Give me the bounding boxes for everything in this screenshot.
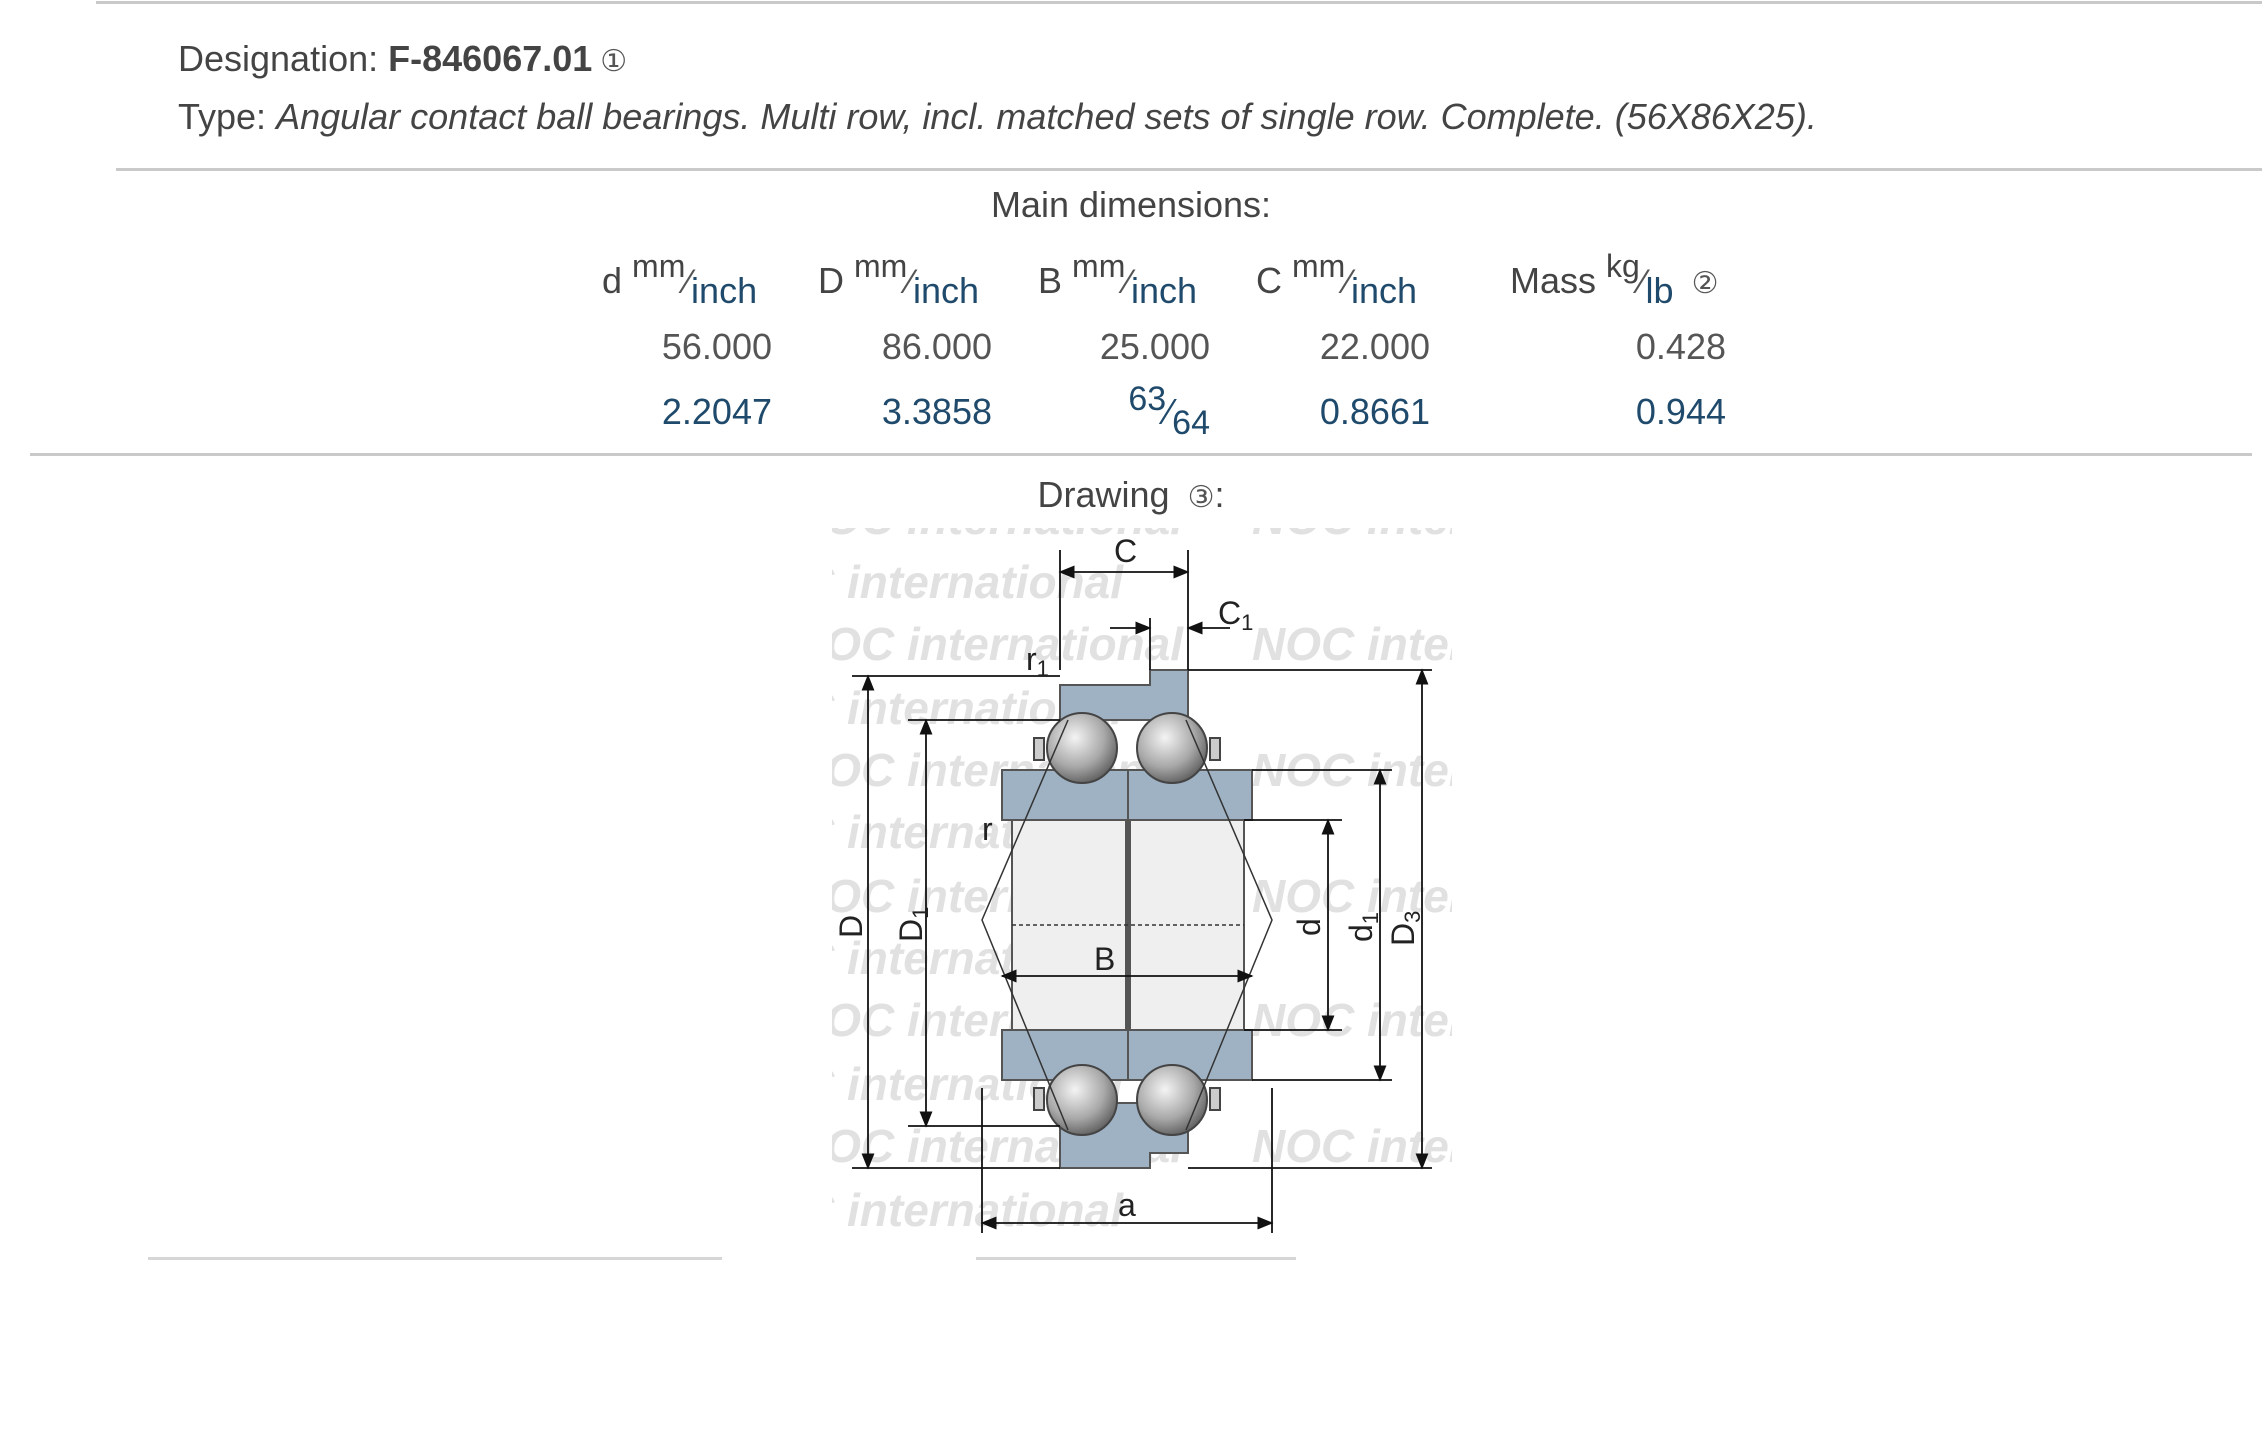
- label-a: a: [1118, 1187, 1136, 1223]
- type-line: Type: Angular contact ball bearings. Mul…: [178, 96, 1817, 138]
- ball: [1046, 1064, 1118, 1136]
- type-label: Type:: [178, 96, 277, 137]
- value-d-mm: 56.000: [661, 326, 772, 367]
- divider-after-type: [116, 168, 2262, 171]
- value-C-inch: 0.8661: [1319, 391, 1430, 432]
- label-r: r: [982, 811, 993, 847]
- bottom-divider-right: [976, 1257, 1296, 1260]
- label-B: B: [1094, 941, 1115, 977]
- dimension-lines: [852, 550, 1432, 1233]
- divider-after-dimensions: [30, 453, 2252, 456]
- value-D-mm: 86.000: [881, 326, 992, 367]
- designation-label: Designation:: [178, 38, 389, 79]
- ball: [1046, 712, 1118, 784]
- value-d-inch: 2.2047: [661, 391, 772, 432]
- ball: [1136, 1064, 1208, 1136]
- dim-header-D: D mm⁄inch: [818, 248, 980, 311]
- bottom-divider-left: [148, 1257, 722, 1260]
- svg-text:NOC international: NOC international: [1252, 618, 1452, 670]
- value-D-inch: 3.3858: [881, 391, 992, 432]
- label-C: C: [1114, 533, 1137, 569]
- label-C1: C1: [1218, 595, 1253, 635]
- label-D1: D1: [893, 907, 933, 942]
- svg-text:NOC international: NOC international: [832, 528, 1184, 544]
- ball: [1136, 712, 1208, 784]
- svg-text:NOC international: NOC international: [832, 1184, 1124, 1236]
- value-mass-kg: 0.428: [1635, 326, 1726, 367]
- label-D3: D3: [1385, 911, 1425, 946]
- mass-note-icon[interactable]: ②: [1691, 267, 1719, 300]
- dim-header-mass: Mass kg⁄lb ②: [1510, 248, 1719, 311]
- svg-text:NOC international: NOC international: [1252, 528, 1452, 544]
- main-dimensions-title: Main dimensions:: [990, 184, 1272, 225]
- dim-header-B: B mm⁄inch: [1038, 248, 1198, 311]
- drawing-title: Drawing ③:: [1037, 474, 1225, 515]
- designation-note-icon[interactable]: ①: [600, 45, 628, 78]
- label-r1: r1: [1026, 641, 1049, 681]
- bearing-drawing: NOC international NOC international NOC …: [832, 528, 1452, 1236]
- value-B-inch: 63⁄64: [1128, 380, 1210, 442]
- dim-header-d: d mm⁄inch: [602, 248, 758, 311]
- value-B-mm: 25.000: [1099, 326, 1210, 367]
- value-C-mm: 22.000: [1319, 326, 1430, 367]
- drawing-note-icon[interactable]: ③: [1187, 481, 1215, 514]
- label-D: D: [833, 915, 869, 938]
- type-value: Angular contact ball bearings. Multi row…: [276, 96, 1817, 137]
- top-divider: [96, 1, 2262, 4]
- label-d: d: [1291, 918, 1327, 936]
- label-d1: d1: [1343, 912, 1383, 942]
- svg-text:NOC international: NOC international: [832, 556, 1124, 608]
- dim-header-C: C mm⁄inch: [1256, 248, 1418, 311]
- value-mass-lb: 0.944: [1635, 391, 1726, 432]
- designation-value: F-846067.01: [388, 38, 593, 79]
- svg-text:NOC international: NOC international: [832, 618, 1184, 670]
